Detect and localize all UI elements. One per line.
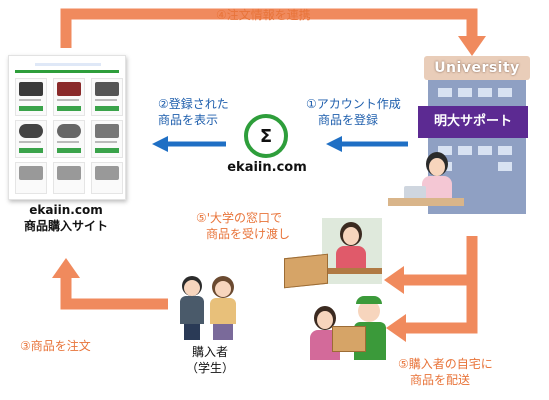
step5b-label-line2: 商品を配送 <box>410 373 471 387</box>
ekaiin-logo-icon: Σ <box>244 114 288 158</box>
arrow-pickup-head <box>384 266 404 294</box>
staff-at-desk-icon <box>388 152 464 212</box>
step5a-label-line2: 商品を受け渡し <box>206 227 291 241</box>
step4-label: ④注文情報を連携 <box>216 8 311 22</box>
arrow-delivery-head <box>386 314 406 342</box>
step2-label-line2: 商品を表示 <box>158 113 219 127</box>
site-name: ekaiin.com <box>29 203 103 217</box>
support-box: 明大サポート <box>418 106 528 138</box>
arrow-delivery-trunk <box>402 236 478 334</box>
arrow-order-product-head <box>52 258 80 278</box>
counter-handover-icon <box>282 218 382 289</box>
step1-label-line1: ①アカウント作成 <box>306 97 401 111</box>
step3-label: ③商品を注文 <box>20 339 91 353</box>
site-caption: 商品購入サイト <box>23 219 108 233</box>
university-sign: University <box>424 56 530 80</box>
step5a-label-line1: ⑤'大学の窓口で <box>196 211 283 225</box>
step5b-label-line1: ⑤購入者の自宅に <box>398 357 493 371</box>
arrow-account-register-head <box>326 136 342 152</box>
buyer-label: 購入者 <box>191 345 228 359</box>
arrow-order-info <box>60 8 478 48</box>
arrow-order-product <box>60 274 168 310</box>
home-delivery-icon <box>308 296 392 362</box>
step1-label-line2: 商品を登録 <box>318 113 379 127</box>
site-screenshot <box>8 55 126 200</box>
arrow-order-info-head <box>458 36 486 56</box>
ekaiin-logo-text: ekaiin.com <box>227 160 307 175</box>
buyer-sublabel: （学生） <box>185 361 234 375</box>
step2-label-line1: ②登録された <box>158 97 229 111</box>
buyer-students-icon <box>180 276 238 340</box>
arrow-display-products-head <box>152 136 168 152</box>
